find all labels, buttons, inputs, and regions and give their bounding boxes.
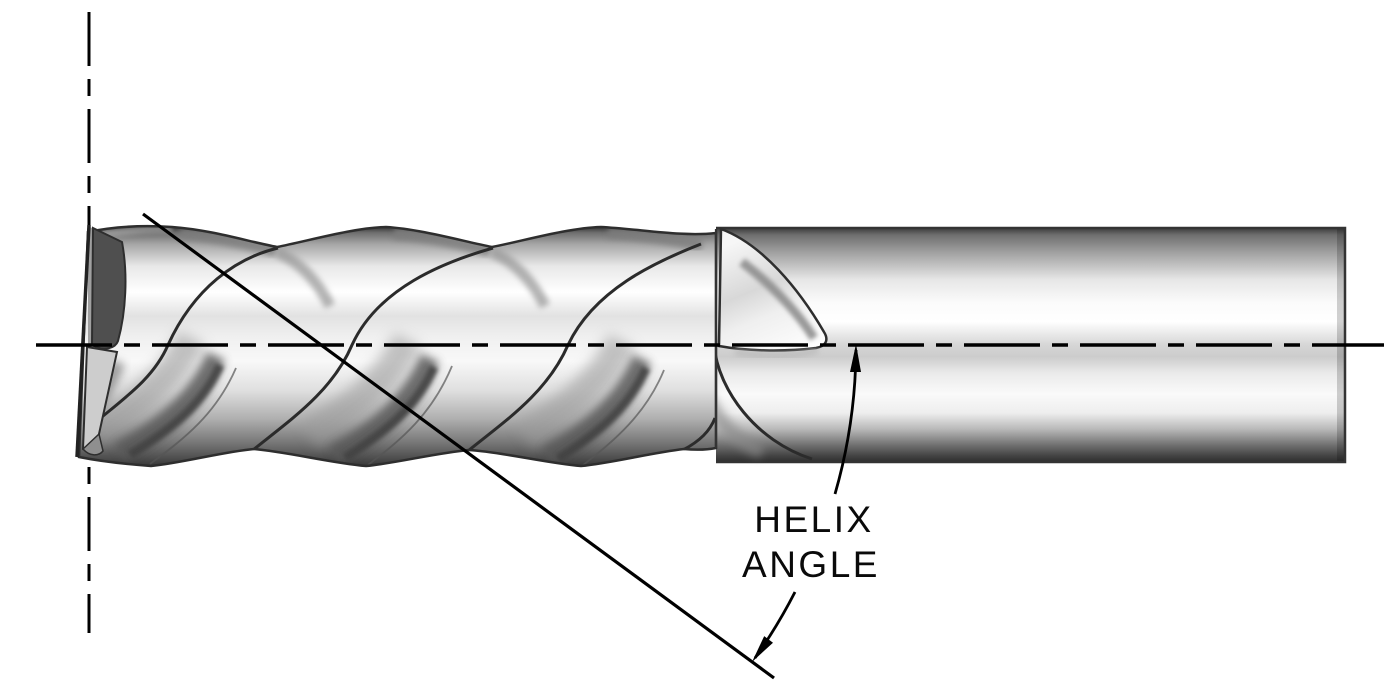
flute-shade-band (114, 351, 226, 462)
crest-shading (489, 246, 550, 309)
crest-shading (274, 246, 335, 309)
flute-shade-band (86, 331, 206, 445)
flute-shade-band (542, 354, 652, 466)
dimension-arrowhead-lower (752, 636, 773, 662)
helix-minor-curve (367, 365, 453, 466)
flute-shade-band (127, 363, 225, 459)
helix-reference-line (142, 212, 775, 680)
runout-leaf-shading (739, 258, 818, 341)
helix-minor-curve (149, 367, 237, 465)
end-face (75, 224, 127, 458)
end-face-gash-dark (90, 226, 127, 350)
flute-shade-band (342, 365, 439, 462)
flute-shade-band (516, 334, 636, 450)
flutes-outline (77, 225, 718, 468)
dimension-arrowhead-upper (850, 344, 861, 372)
crest-shading (393, 227, 492, 257)
helix-label-line2: ANGLE (742, 544, 880, 585)
flute-shade-band (301, 333, 422, 449)
helix-angle-dimension: HELIX ANGLE (742, 344, 880, 662)
helix-label-line1: HELIX (754, 499, 873, 540)
flute-shade-band (555, 366, 651, 463)
crest-shading (607, 226, 704, 251)
helix-minor-curve (581, 369, 665, 466)
runout-shank-shadow (734, 347, 819, 359)
crest-shading (179, 227, 278, 257)
end-cutting-edge-line (75, 224, 91, 458)
helix-edge-curve (252, 246, 494, 452)
end-face-bottom-facet (81, 432, 104, 456)
flute-shade-band (329, 353, 440, 465)
helix-edge-curve (682, 417, 716, 452)
